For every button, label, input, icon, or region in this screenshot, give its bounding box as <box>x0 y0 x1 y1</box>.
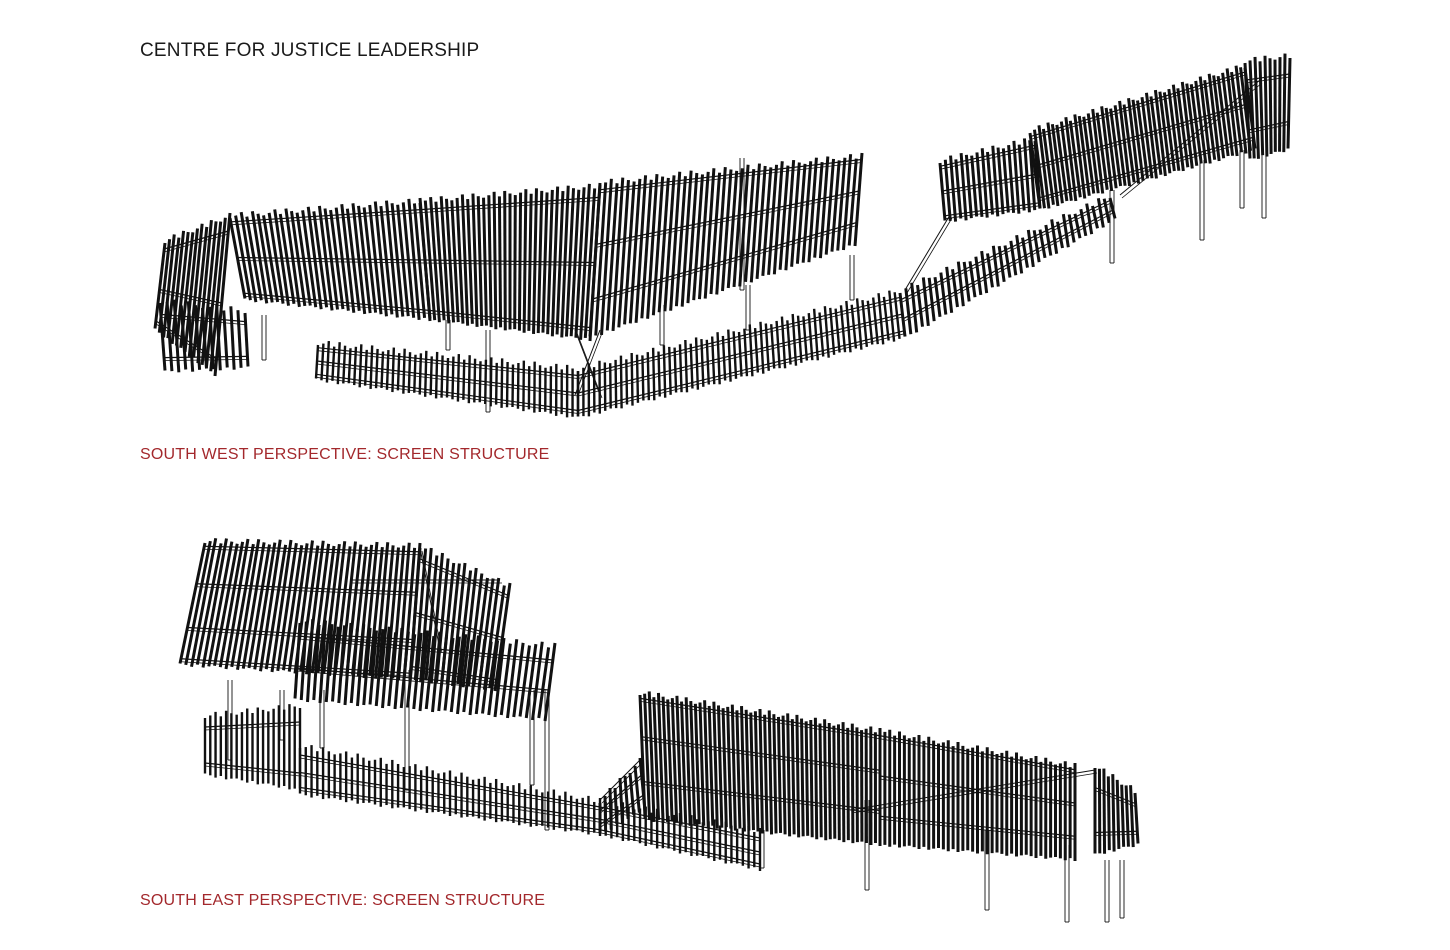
south-east-perspective-drawing <box>178 537 1140 923</box>
se-handrail <box>849 769 1098 814</box>
se-right-screen-1 <box>638 691 882 846</box>
support-post <box>227 680 233 761</box>
support-post <box>849 255 855 301</box>
south-west-perspective-drawing <box>153 53 1292 418</box>
se-roof-screen-2 <box>408 547 512 692</box>
support-post <box>864 800 870 891</box>
sw-cross-brace <box>574 329 603 399</box>
support-post <box>445 320 451 351</box>
se-ramp-brace <box>599 759 643 804</box>
sw-end-cap-lower <box>158 299 250 373</box>
south-west-caption: SOUTH WEST PERSPECTIVE: SCREEN STRUCTURE <box>140 446 550 463</box>
sw-lower-fence-2 <box>576 290 907 417</box>
se-roof-screen-1 <box>178 537 422 682</box>
support-post <box>529 690 535 786</box>
support-post <box>759 830 765 869</box>
support-post <box>1064 845 1070 923</box>
sw-lower-fence-1 <box>314 341 580 418</box>
support-post <box>984 830 990 911</box>
sheet-title: CENTRE FOR JUSTICE LEADERSHIP <box>140 40 480 61</box>
support-post <box>485 330 491 413</box>
sw-ramp-handrail <box>1119 79 1263 199</box>
sw-right-screen <box>1028 65 1257 209</box>
se-right-screen-2 <box>878 729 1077 861</box>
sw-right-end-cap <box>1243 53 1292 159</box>
support-post <box>659 305 665 346</box>
sw-upper-screen-1 <box>228 197 432 322</box>
support-post <box>544 690 550 831</box>
sw-ramp-screen <box>898 197 1117 337</box>
support-post <box>1104 860 1110 923</box>
support-post <box>1119 860 1125 919</box>
support-post <box>1261 150 1267 219</box>
se-roof-truss <box>419 547 443 654</box>
se-lower-fence-left <box>203 704 302 790</box>
se-lower-fence-1 <box>298 745 602 836</box>
support-post <box>745 285 751 331</box>
support-post <box>1109 190 1115 264</box>
support-post <box>1199 160 1205 241</box>
sw-ramp-wall <box>938 138 1042 222</box>
support-post <box>279 690 285 741</box>
support-post <box>261 315 267 361</box>
sw-ramp-brace <box>904 214 953 294</box>
sw-upper-screen-2 <box>418 182 602 342</box>
se-ramp-screen <box>598 757 647 834</box>
south-east-caption: SOUTH EAST PERSPECTIVE: SCREEN STRUCTURE <box>140 892 546 909</box>
se-right-end-cap <box>1093 768 1140 854</box>
support-post <box>319 690 325 749</box>
support-post <box>404 670 410 791</box>
sw-upper-screen-3 <box>588 152 864 337</box>
support-post <box>739 158 745 291</box>
support-post <box>1239 150 1245 209</box>
se-roof-side-screen <box>293 619 557 722</box>
